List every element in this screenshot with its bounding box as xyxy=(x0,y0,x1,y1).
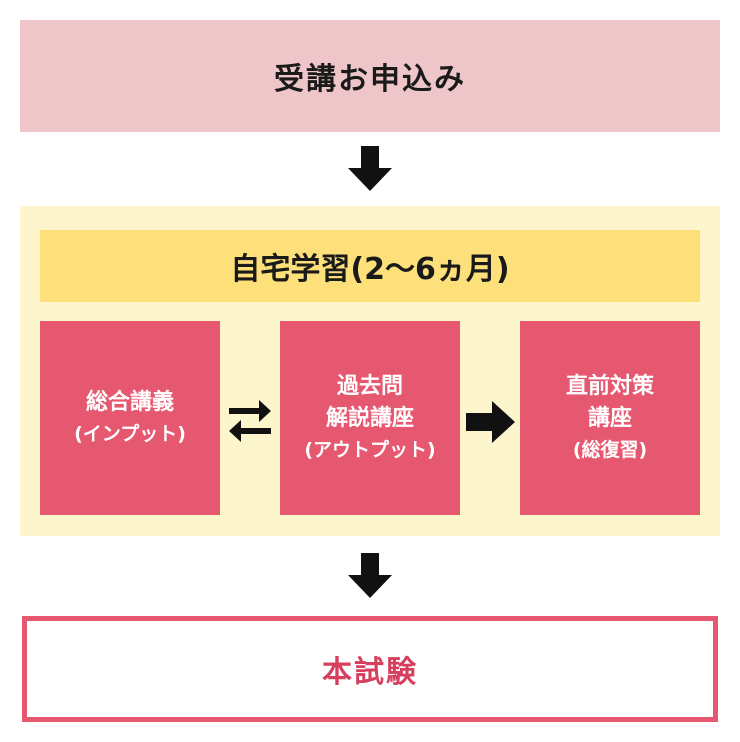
step-comprehensive-lecture: 総合講義 (インプット) xyxy=(40,321,220,515)
step-final-review-lecture: 直前対策 講座 (総復習) xyxy=(520,321,700,515)
apply-box: 受講お申込み xyxy=(20,20,720,132)
down-arrow-icon xyxy=(348,146,392,191)
step-title-line: 解説講座 xyxy=(325,406,414,431)
exam-box: 本試験 xyxy=(22,616,718,722)
bidirectional-arrow-icon xyxy=(229,400,271,442)
down-arrow-icon xyxy=(348,553,392,598)
step-subtitle: (インプット) xyxy=(74,423,186,445)
step-past-exam-lecture: 過去問 解説講座 (アウトプット) xyxy=(280,321,460,515)
home-study-title: 自宅学習(2～6ヵ月) xyxy=(230,252,510,287)
step-title-line: 講座 xyxy=(587,406,632,431)
step-title-line: 過去問 xyxy=(336,374,403,399)
home-study-title-box: 自宅学習(2～6ヵ月) xyxy=(40,230,700,302)
step-subtitle: (総復習) xyxy=(572,439,648,461)
right-arrow-icon xyxy=(466,401,515,443)
step-subtitle: (アウトプット) xyxy=(304,439,436,461)
step-title-line: 総合講義 xyxy=(85,390,174,415)
apply-label: 受講お申込み xyxy=(274,62,466,97)
exam-label: 本試験 xyxy=(322,655,418,690)
step-title-line: 直前対策 xyxy=(565,374,654,399)
